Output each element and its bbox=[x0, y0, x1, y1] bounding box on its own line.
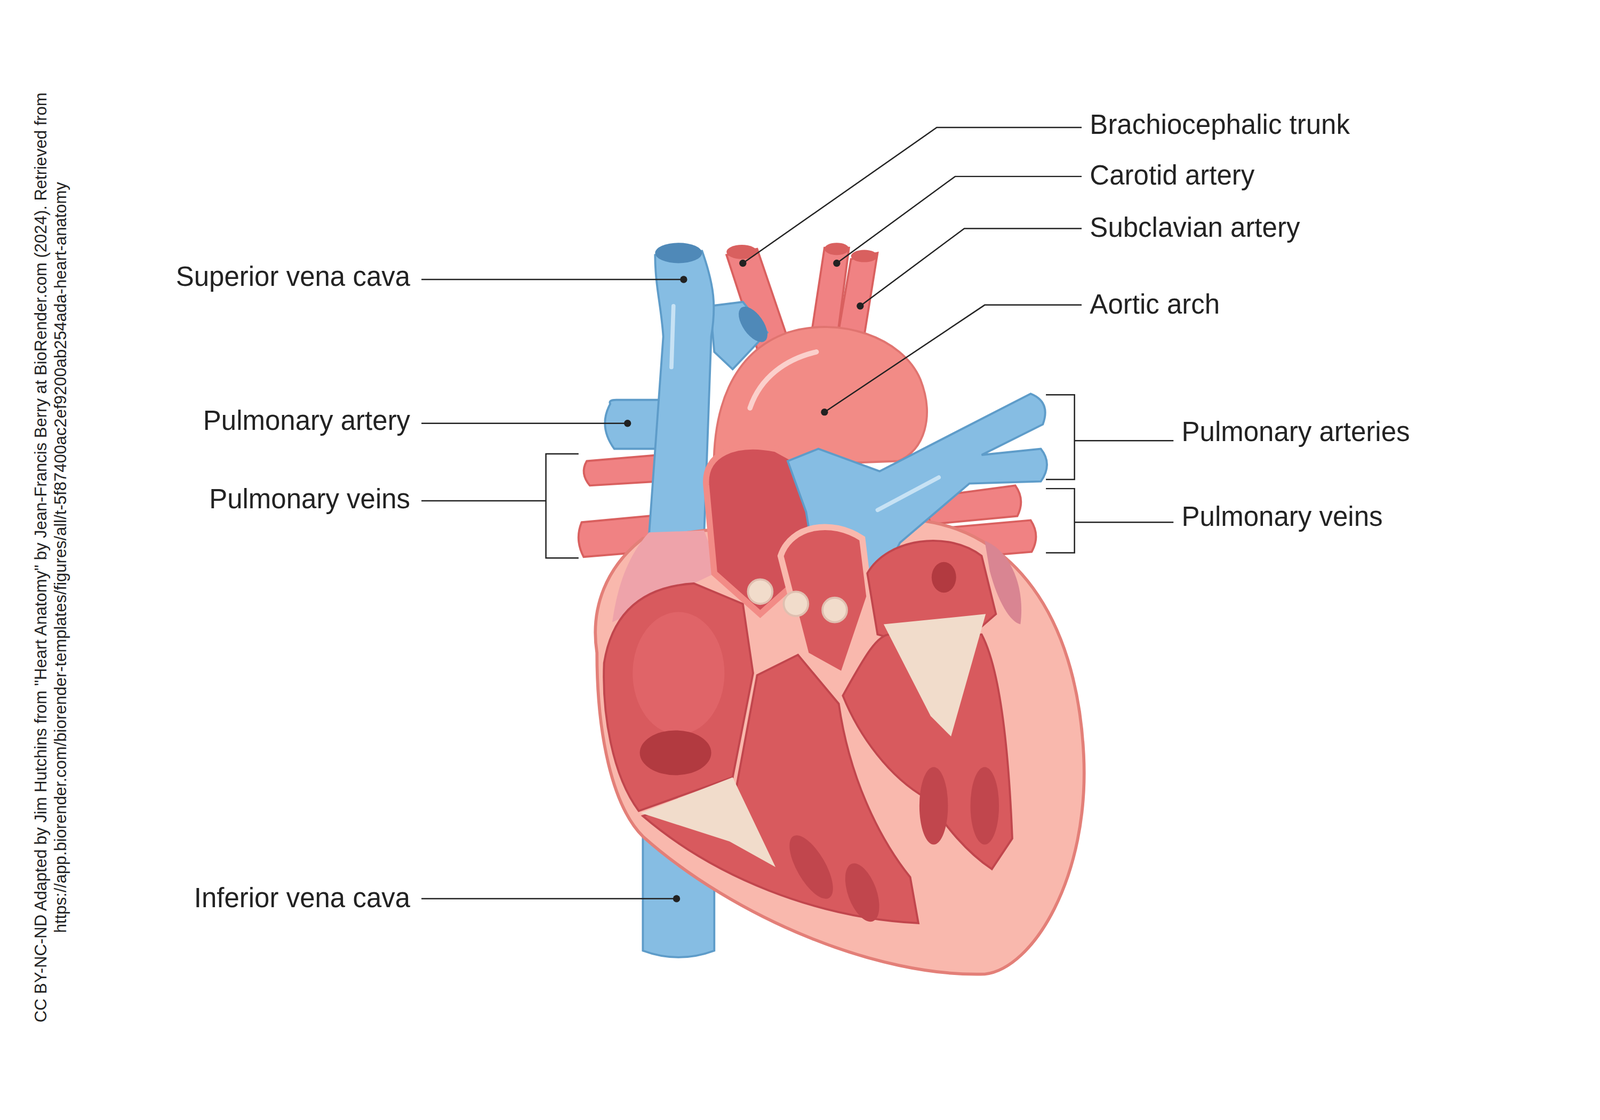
papillary-muscle bbox=[919, 766, 949, 845]
part-label: Aortic arch bbox=[1089, 288, 1220, 321]
highlight bbox=[749, 352, 816, 408]
leader-line bbox=[421, 898, 677, 900]
leader-dot bbox=[680, 275, 687, 283]
part-label: Pulmonary veins bbox=[209, 482, 411, 516]
heart-wall bbox=[595, 520, 1084, 974]
leader-line bbox=[421, 500, 546, 502]
leader-line bbox=[1074, 440, 1174, 442]
highlight bbox=[671, 306, 674, 368]
leader-line bbox=[742, 127, 1082, 263]
leader-line bbox=[421, 278, 684, 280]
part-label: Pulmonary artery bbox=[203, 404, 411, 437]
part-label: Pulmonary arteries bbox=[1181, 415, 1411, 448]
valve-cusp bbox=[822, 597, 847, 623]
part-label: Brachiocephalic trunk bbox=[1089, 108, 1350, 141]
heart-drawing bbox=[578, 242, 1085, 975]
mitral-valve bbox=[883, 613, 986, 737]
vessel-opening bbox=[732, 301, 773, 348]
vessel-opening bbox=[824, 242, 850, 255]
papillary-muscle bbox=[970, 766, 1000, 845]
pulmonary-vein bbox=[584, 454, 659, 486]
pulmonary-trunk-inner bbox=[780, 526, 870, 676]
leader-line bbox=[824, 305, 1082, 413]
part-label: Subclavian artery bbox=[1089, 211, 1300, 244]
papillary-muscle bbox=[780, 828, 842, 906]
vessel-opening bbox=[654, 242, 702, 263]
highlight bbox=[877, 477, 939, 510]
leader-dots bbox=[624, 259, 864, 903]
leader-line bbox=[421, 422, 628, 424]
bracket bbox=[546, 453, 579, 558]
vessel-opening bbox=[931, 562, 957, 593]
leader-dot bbox=[673, 894, 680, 902]
part-label: Carotid artery bbox=[1089, 158, 1255, 192]
leader-line bbox=[1074, 521, 1174, 523]
bracket bbox=[1045, 488, 1075, 553]
leader-lines bbox=[421, 127, 1174, 899]
bracket bbox=[1045, 394, 1075, 480]
leader-dot bbox=[856, 302, 864, 310]
papillary-muscle bbox=[838, 858, 887, 926]
valve-cusp bbox=[747, 579, 773, 604]
vessel-opening bbox=[851, 250, 878, 263]
leader-line bbox=[860, 228, 1082, 306]
credit-caption: CC BY-NC-ND Adapted by Jim Hutchins from… bbox=[30, 10, 71, 1104]
tricuspid-valve bbox=[641, 777, 776, 867]
leader-dot bbox=[833, 259, 840, 267]
valve-cusp bbox=[783, 591, 808, 616]
right-atrium bbox=[603, 583, 754, 812]
chamber-surface bbox=[632, 612, 725, 735]
part-label: Superior vena cava bbox=[176, 260, 411, 293]
leader-dot bbox=[739, 259, 747, 267]
part-label: Inferior vena cava bbox=[194, 881, 411, 915]
leader-line bbox=[836, 176, 1082, 264]
part-label: Pulmonary veins bbox=[1181, 500, 1383, 533]
leader-dot bbox=[820, 408, 828, 416]
vessel-opening bbox=[640, 730, 712, 775]
leader-dot bbox=[624, 419, 631, 427]
